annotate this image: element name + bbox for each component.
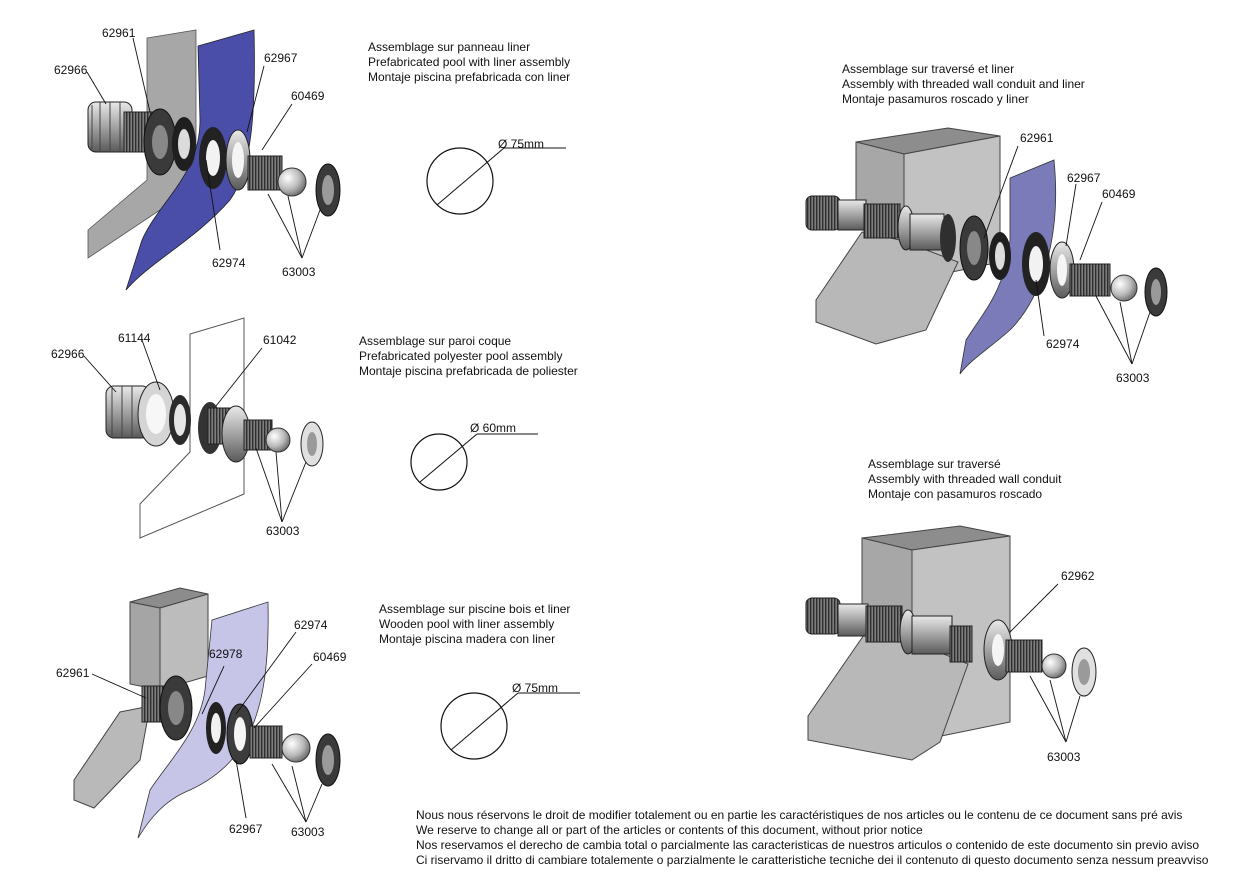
assembly-wall-conduit-liner-drawing: [805, 127, 1168, 375]
caption-line-fr: Assemblage sur panneau liner: [368, 40, 531, 54]
caption-polyester-shell: Assemblage sur paroi coque Prefabricated…: [359, 334, 578, 379]
assembly-wooden-liner-drawing: [73, 587, 341, 839]
assembly-polyester-shell-drawing: [83, 317, 324, 539]
caption-line-es: Montaje pasamuros roscado y liner: [842, 92, 1029, 106]
part-number: 60469: [1102, 187, 1136, 201]
part-number: 62967: [229, 822, 263, 836]
part-number: 60469: [291, 89, 325, 103]
caption-wall-conduit: Assemblage sur traversé Assembly with th…: [868, 457, 1061, 502]
caption-wooden-liner: Assemblage sur piscine bois et liner Woo…: [379, 602, 570, 647]
part-number: 62966: [54, 63, 88, 77]
assembly-wall-conduit-drawing: [805, 525, 1097, 761]
caption-line-fr: Assemblage sur traversé: [868, 457, 1001, 471]
caption-line-fr: Assemblage sur piscine bois et liner: [379, 602, 571, 616]
part-number: 63003: [282, 265, 316, 279]
notice-line-it: Ci riservamo il dritto di cambiare total…: [416, 853, 1209, 867]
caption-line-fr: Assemblage sur traversé et liner: [842, 62, 1015, 76]
shell-wall: [139, 317, 245, 539]
part-number: 62961: [56, 666, 90, 680]
part-number: 62974: [212, 256, 246, 270]
part-number: 62962: [1061, 569, 1095, 583]
diameter-symbol-2: [410, 433, 538, 491]
caption-wall-conduit-liner: Assemblage sur traversé et liner Assembl…: [842, 62, 1085, 107]
part-number: 60469: [313, 650, 347, 664]
part-number: 62974: [1046, 337, 1080, 351]
part-number: 62974: [294, 618, 328, 632]
caption-line-es: Montaje piscina prefabricada de polieste…: [359, 364, 578, 378]
diameter-label: Ø 75mm: [498, 137, 545, 151]
diameter-symbol-1: [426, 147, 566, 215]
part-number: 62967: [264, 51, 298, 65]
notice-line-fr: Nous nous réservons le droit de modifier…: [416, 808, 1183, 822]
notice-line-es: Nos reservamos el derecho de cambia tota…: [416, 838, 1200, 852]
part-number: 63003: [266, 524, 300, 538]
caption-line-es: Montaje piscina madera con liner: [379, 632, 556, 646]
wood-block-front: [129, 601, 161, 691]
part-number: 62978: [209, 647, 243, 661]
part-number: 63003: [1047, 750, 1081, 764]
liner-sheet-light: [137, 601, 269, 839]
caption-line-es: Montaje piscina prefabricada con liner: [368, 70, 571, 84]
diameter-label: Ø 75mm: [512, 681, 559, 695]
caption-line-es: Montaje con pasamuros roscado: [868, 487, 1043, 501]
caption-line-fr: Assemblage sur paroi coque: [359, 334, 512, 348]
liner-sheet: [125, 29, 255, 291]
wood-block-lower: [73, 705, 151, 809]
part-number: 62961: [102, 26, 136, 40]
assembly-liner-panel-drawing: [86, 29, 341, 291]
part-number: 61144: [118, 331, 151, 345]
caption-line-en: Wooden pool with liner assembly: [379, 617, 555, 631]
caption-liner-panel: Assemblage sur panneau liner Prefabricat…: [368, 40, 570, 85]
part-number: 62966: [51, 347, 85, 361]
diameter-symbol-3: [440, 692, 580, 760]
part-number: 63003: [1116, 371, 1150, 385]
wood-block-side: [159, 593, 209, 691]
caption-line-en: Prefabricated pool with liner assembly: [368, 55, 571, 69]
part-number: 63003: [291, 825, 325, 839]
notice-line-en: We reserve to change all or part of the …: [416, 823, 923, 837]
part-number: 62967: [1067, 171, 1101, 185]
caption-line-en: Assembly with threaded wall conduit and …: [842, 77, 1085, 91]
caption-line-en: Assembly with threaded wall conduit: [868, 472, 1062, 486]
caption-line-en: Prefabricated polyester pool assembly: [359, 349, 563, 363]
diameter-label: Ø 60mm: [470, 421, 517, 435]
part-number: 62961: [1020, 131, 1054, 145]
part-number: 61042: [263, 333, 297, 347]
legal-notice: Nous nous réservons le droit de modifier…: [416, 808, 1208, 868]
